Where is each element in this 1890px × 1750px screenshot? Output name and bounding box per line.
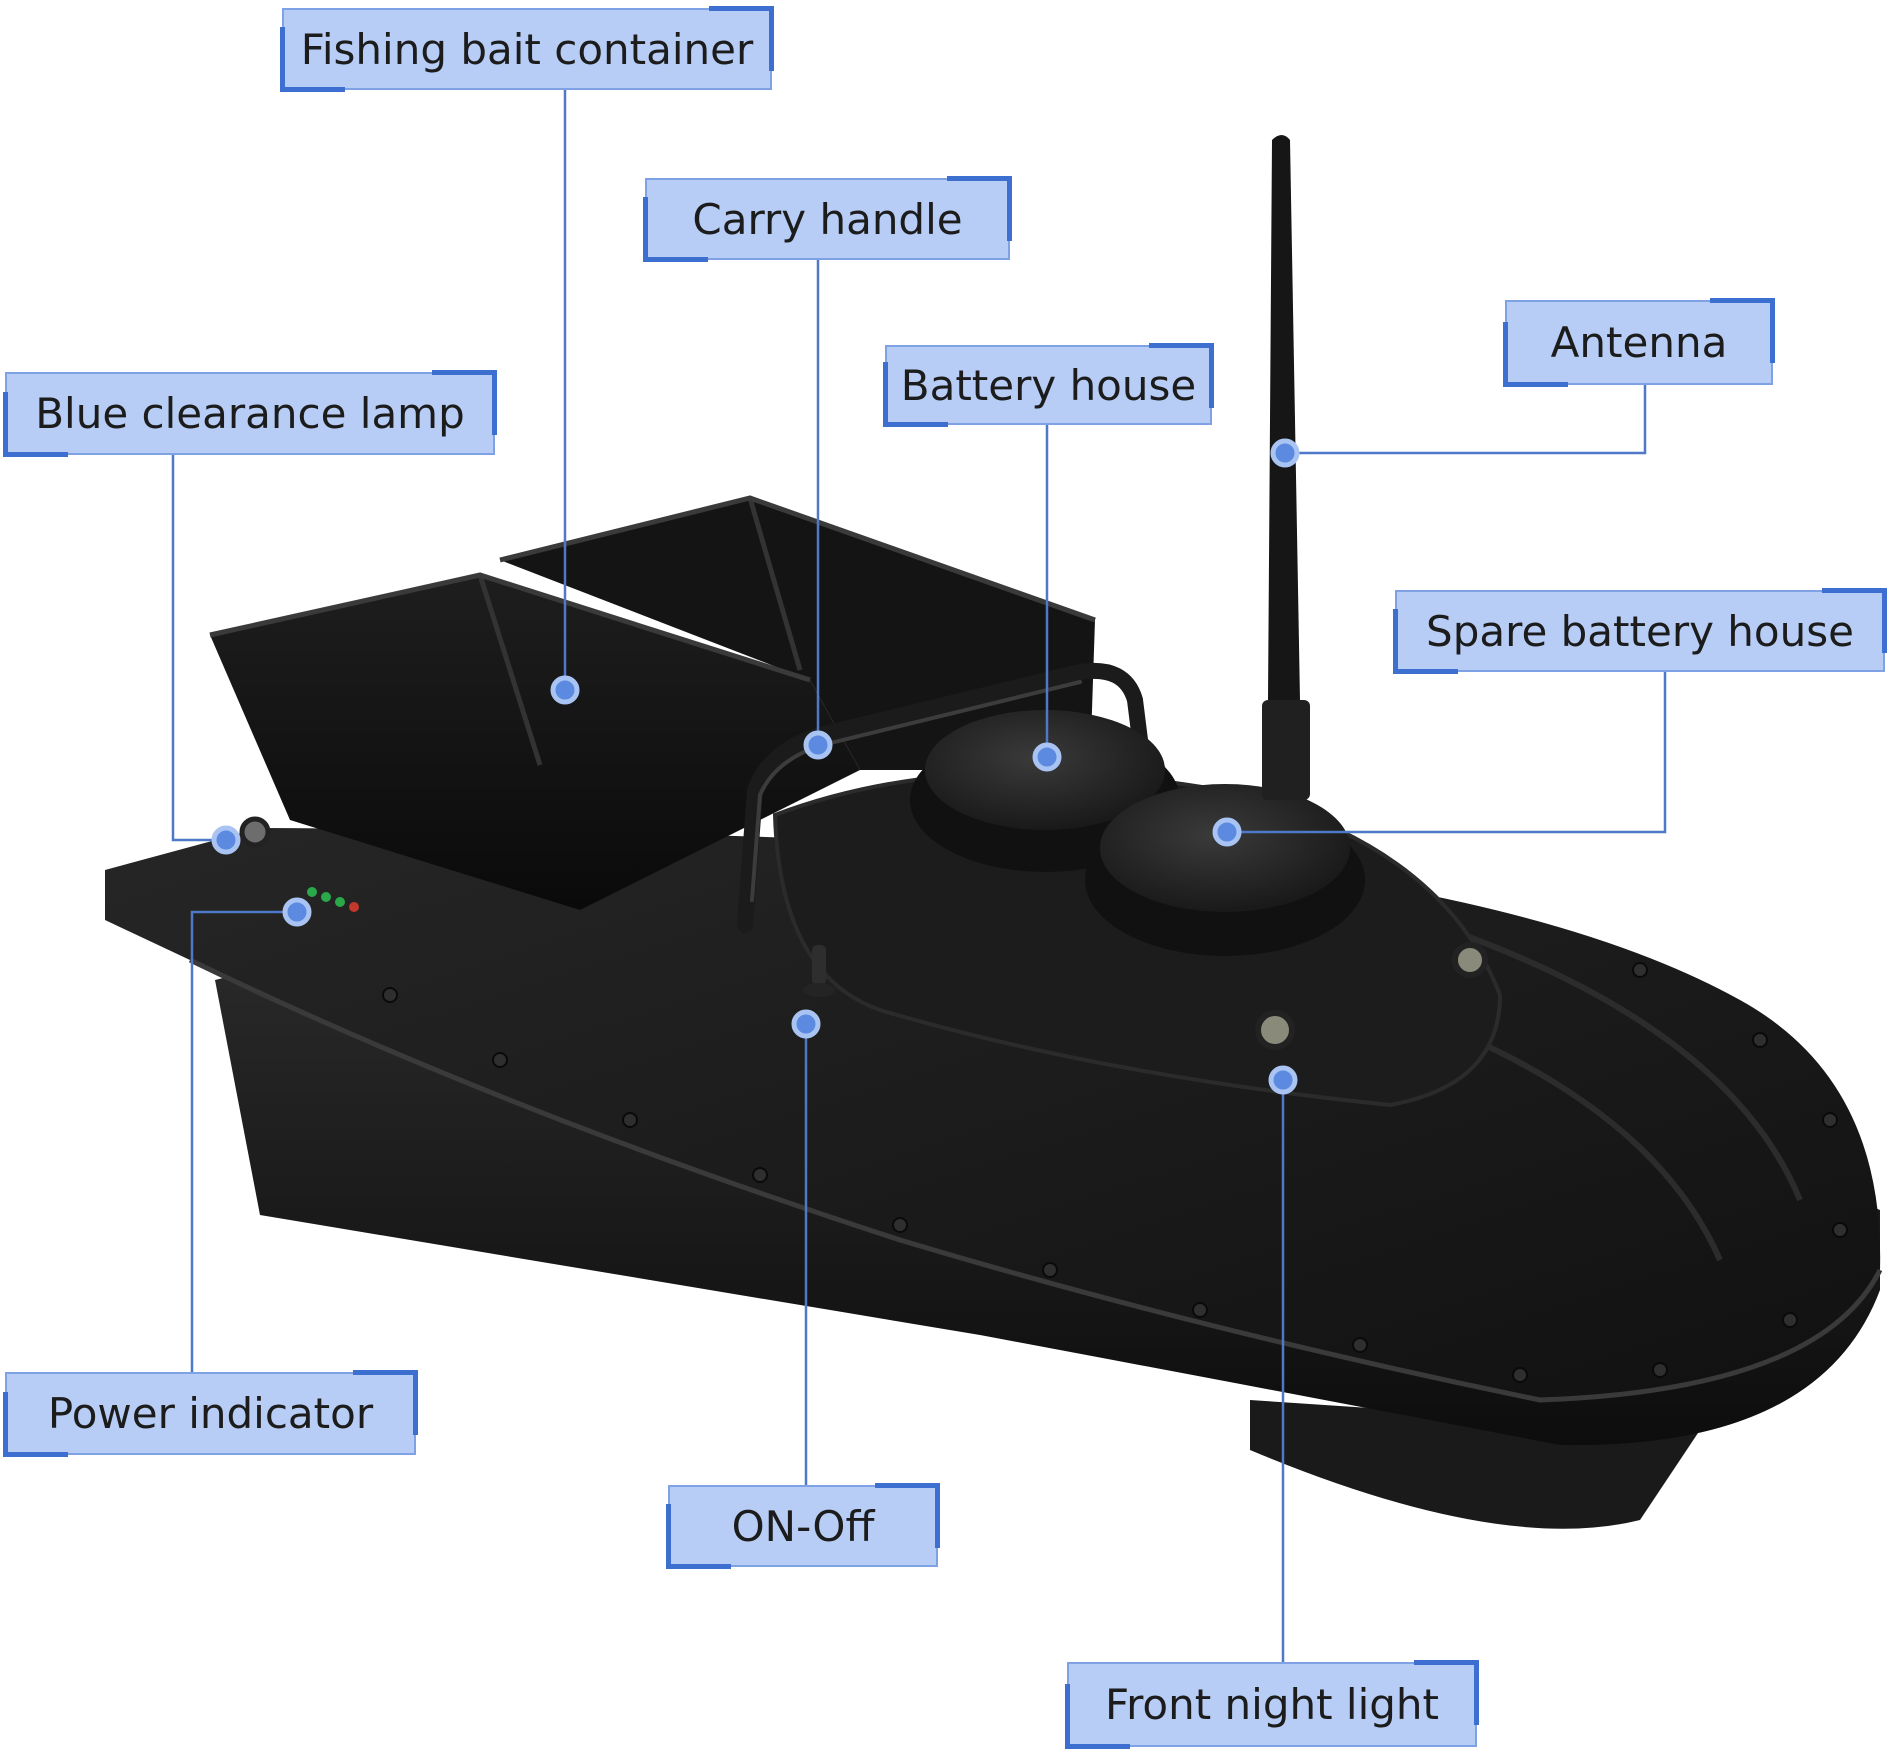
label-power-indicator-text: Power indicator <box>47 1389 374 1438</box>
dot-on-off <box>791 1009 821 1039</box>
bow-groove-1 <box>1448 927 1803 1202</box>
leader-lines <box>171 88 1667 1662</box>
dot-fishing-bait-container <box>550 675 580 705</box>
label-antenna-text: Antenna <box>1550 318 1728 367</box>
dot-power-indicator <box>282 897 312 927</box>
deck-rivets <box>382 962 1848 1383</box>
label-fishing-bait-container-text: Fishing bait container <box>300 24 754 74</box>
antenna-base <box>1262 700 1310 800</box>
leader-power-indicator <box>190 910 297 1372</box>
label-antenna: Antenna <box>1503 298 1775 387</box>
dot-antenna <box>1270 438 1300 468</box>
dot-carry-handle <box>803 730 833 760</box>
label-on-off-text: ON-Off <box>731 1501 875 1551</box>
label-power-indicator: Power indicator <box>3 1370 418 1457</box>
label-battery-house-text: Battery house <box>900 360 1197 410</box>
callout-dots <box>211 438 1300 1095</box>
front-night-light-lens <box>1255 1010 1295 1050</box>
label-front-night-light-text: Front night light <box>1104 1680 1440 1729</box>
deck-edge <box>188 957 1883 1403</box>
leader-blue-clearance-lamp <box>171 455 226 842</box>
on-off-switch-base <box>803 983 835 997</box>
dot-blue-clearance-lamp <box>211 825 241 855</box>
label-on-off: ON-Off <box>666 1483 940 1569</box>
boat <box>105 135 1883 1529</box>
dot-front-night-light <box>1268 1065 1298 1095</box>
on-off-switch <box>812 945 826 985</box>
label-front-night-light: Front night light <box>1065 1660 1479 1749</box>
blue-clearance-lamp-lens <box>239 816 271 848</box>
dot-spare-battery-house <box>1212 817 1242 847</box>
label-blue-clearance-lamp-text: Blue clearance lamp <box>35 389 465 438</box>
label-fishing-bait-container: Fishing bait container <box>280 6 774 92</box>
label-spare-battery-house: Spare battery house <box>1393 588 1887 674</box>
dot-battery-house <box>1032 742 1062 772</box>
label-spare-battery-house-text: Spare battery house <box>1426 606 1854 656</box>
label-carry-handle-text: Carry handle <box>692 194 963 244</box>
leader-antenna <box>1285 385 1647 455</box>
bait-bin-rim <box>209 495 1096 683</box>
label-carry-handle: Carry handle <box>643 176 1012 262</box>
label-battery-house: Battery house <box>883 343 1214 427</box>
label-blue-clearance-lamp: Blue clearance lamp <box>3 370 497 457</box>
side-night-light-lens <box>1452 942 1488 978</box>
power-indicator-leds <box>307 887 359 912</box>
leader-spare-battery-house <box>1227 672 1667 834</box>
spare-battery-lid <box>1100 784 1350 912</box>
antenna-rod <box>1268 135 1300 700</box>
bait-bin-divider <box>477 497 803 766</box>
